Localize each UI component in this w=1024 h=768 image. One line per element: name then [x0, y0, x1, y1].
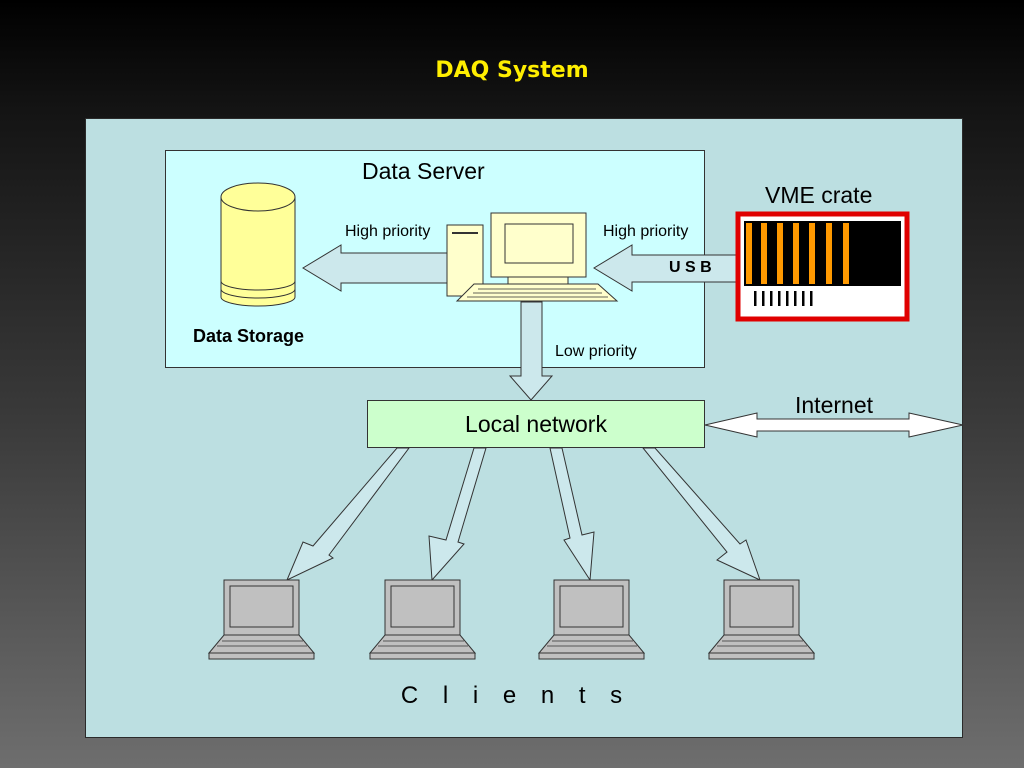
storage-arrow — [302, 244, 448, 292]
local-network-box: Local network — [367, 400, 705, 448]
internet-arrow — [704, 412, 964, 438]
network-arrow — [508, 301, 554, 401]
storage-link-label: High priority — [345, 223, 431, 240]
usb-label: U S B — [669, 259, 712, 276]
laptop-icon — [537, 579, 646, 660]
database-icon — [220, 182, 296, 307]
client-arrow — [428, 447, 487, 582]
server-computer-icon — [446, 212, 619, 302]
data-storage-label: Data Storage — [193, 326, 305, 346]
slide-title: DAQ System — [435, 58, 589, 83]
vme-crate-icon — [735, 211, 910, 322]
client-arrow — [286, 447, 410, 582]
client-arrow — [549, 447, 595, 582]
internet-label: Internet — [795, 392, 873, 418]
local-network-label: Local network — [465, 410, 607, 437]
laptop-icon — [207, 579, 316, 660]
network-link-label: Low priority — [555, 343, 637, 360]
clients-label: C l i e n t s — [400, 682, 632, 709]
vme-link-label: High priority — [603, 223, 689, 240]
laptop-icon — [707, 579, 816, 660]
client-arrow — [641, 447, 761, 581]
laptop-icon — [368, 579, 477, 660]
vme-arrow — [593, 244, 739, 292]
data-server-label: Data Server — [362, 158, 485, 184]
vme-crate-label: VME crate — [765, 182, 873, 208]
